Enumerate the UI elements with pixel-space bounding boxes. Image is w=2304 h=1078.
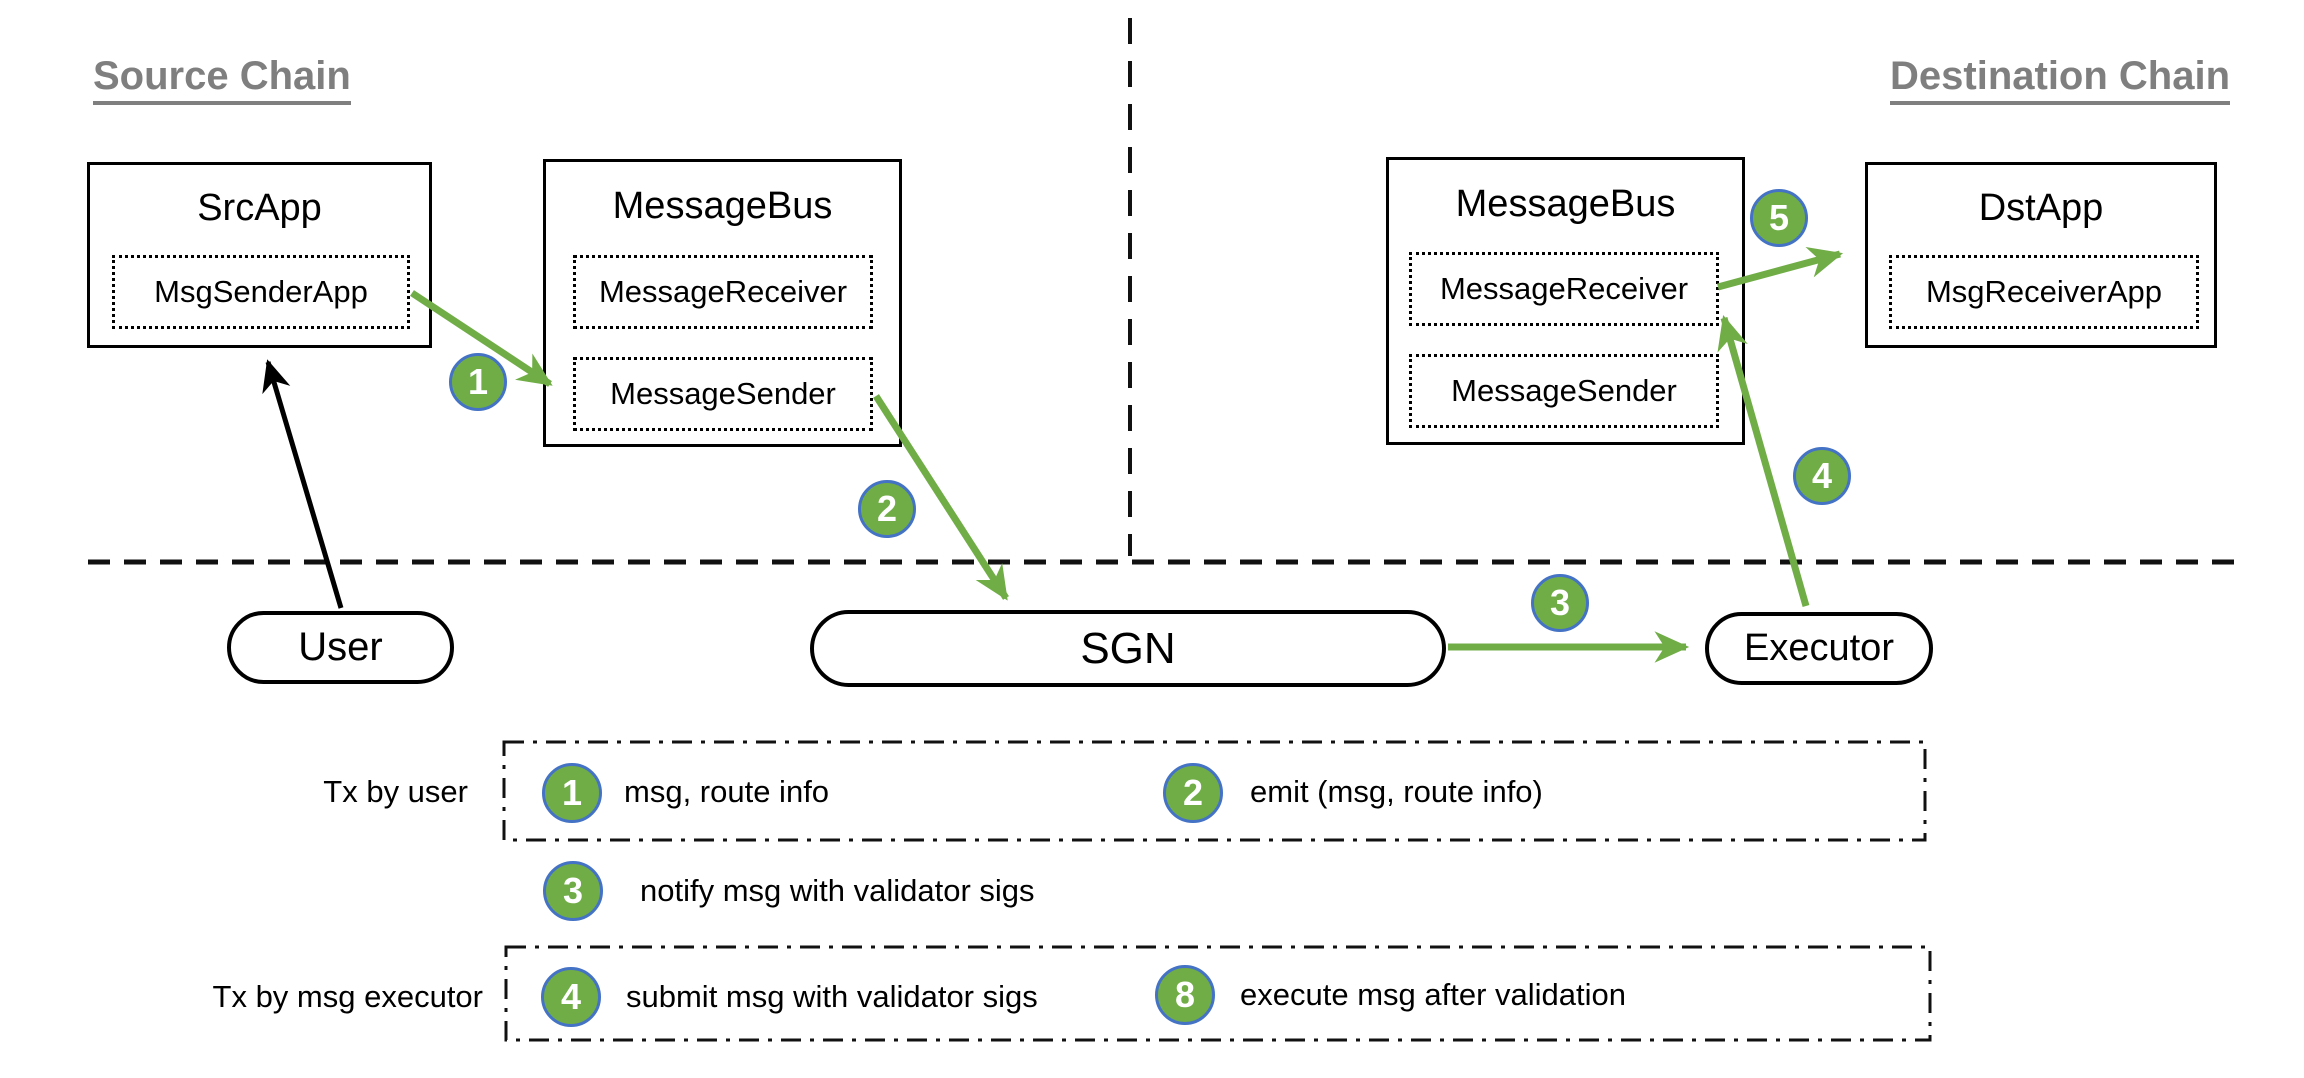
user-pill: User — [227, 611, 454, 684]
user-to-srcapp-arrow — [262, 359, 344, 609]
step-badge-4: 4 — [1793, 447, 1851, 505]
legend-badge-4: 4 — [541, 967, 601, 1027]
source-chain-heading: Source Chain — [93, 54, 351, 105]
msg-receiver-app-box: MsgReceiverApp — [1889, 255, 2199, 329]
message-receiver-source-box: MessageReceiver — [573, 255, 873, 329]
legend-label-tx-by-user: Tx by user — [323, 774, 468, 809]
legend-text-3: notify msg with validator sigs — [640, 873, 1035, 908]
message-bus-destination-box: MessageBus MessageReceiver MessageSender — [1386, 157, 1745, 445]
executor-pill: Executor — [1705, 612, 1933, 685]
message-bus-source-title: MessageBus — [612, 184, 833, 227]
legend-text-8: execute msg after validation — [1240, 977, 1626, 1012]
src-app-box: SrcApp MsgSenderApp — [87, 162, 432, 348]
src-app-title: SrcApp — [197, 186, 322, 229]
message-receiver-destination-box: MessageReceiver — [1409, 252, 1719, 326]
sgn-pill: SGN — [810, 610, 1446, 687]
legend-text-2: emit (msg, route info) — [1250, 774, 1543, 809]
destination-chain-heading: Destination Chain — [1890, 54, 2231, 105]
message-sender-source-box: MessageSender — [573, 357, 873, 431]
legend-badge-1: 1 — [542, 763, 602, 823]
message-sender-destination-box: MessageSender — [1409, 354, 1719, 428]
legend-badge-8: 8 — [1155, 965, 1215, 1025]
message-bus-destination-title: MessageBus — [1455, 182, 1676, 225]
msg-sender-app-box: MsgSenderApp — [112, 255, 410, 329]
step-badge-5: 5 — [1750, 189, 1808, 247]
dst-app-title: DstApp — [1978, 186, 2104, 229]
dst-app-box: DstApp MsgReceiverApp — [1865, 162, 2217, 348]
step-badge-3: 3 — [1531, 574, 1589, 632]
legend-label-tx-by-msg-executor: Tx by msg executor — [212, 979, 483, 1014]
legend-badge-2: 2 — [1163, 763, 1223, 823]
step-badge-2: 2 — [858, 480, 916, 538]
legend-text-1: msg, route info — [624, 774, 830, 809]
message-bus-source-box: MessageBus MessageReceiver MessageSender — [543, 159, 902, 447]
legend-text-4: submit msg with validator sigs — [626, 979, 1038, 1014]
step-badge-1: 1 — [449, 353, 507, 411]
legend-badge-3: 3 — [543, 861, 603, 921]
